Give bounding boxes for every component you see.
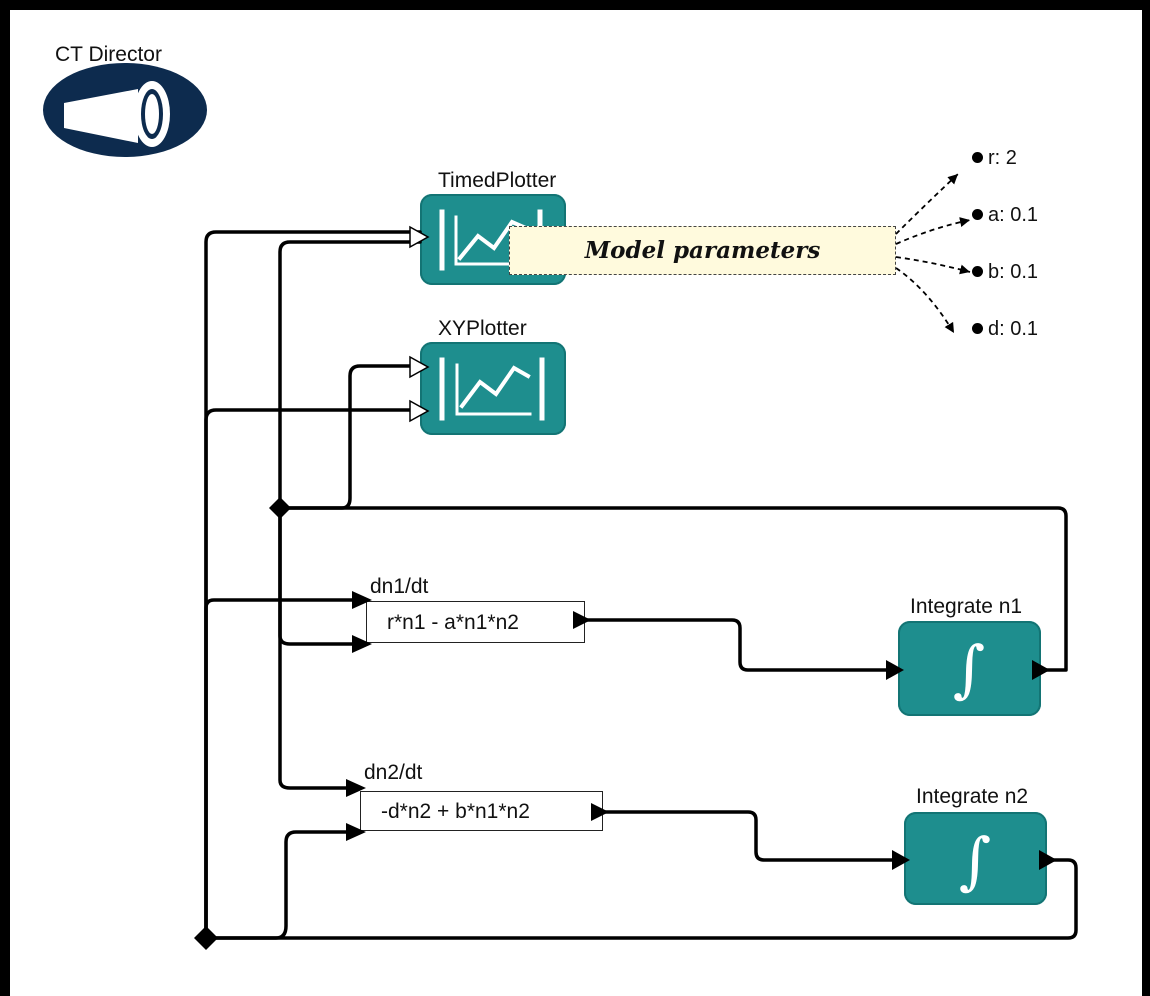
relation-diamond-icon[interactable] [194,926,218,950]
dn2-label: dn2/dt [364,761,423,784]
parameter-dot-icon [972,323,983,334]
integrate-n1-label: Integrate n1 [910,595,1023,618]
model-parameters-note[interactable]: Model parameters [509,226,896,275]
integrate-n2-actor[interactable] [904,812,1047,905]
parameter-r[interactable]: r: 2 [972,148,1017,168]
parameter-dot-icon [972,209,983,220]
xy-plotter-icon [439,357,545,421]
integrate-n1-actor[interactable] [898,621,1041,716]
model-parameters-text: Model parameters [584,237,821,264]
dn2-expression-actor[interactable]: -d*n2 + b*n1*n2 [360,791,603,831]
parameter-a-text: a: 0.1 [988,204,1039,226]
integrate-n2-label: Integrate n2 [916,785,1029,808]
annotation-links [895,173,971,334]
parameter-b-text: b: 0.1 [988,261,1039,283]
parameter-b[interactable]: b: 0.1 [972,262,1038,282]
plotter-input-ports[interactable] [409,225,430,423]
parameter-dot-icon [972,266,983,277]
parameter-dot-icon [972,152,983,163]
dn1-expression-actor[interactable]: r*n1 - a*n1*n2 [366,601,585,643]
actor-ports[interactable] [346,591,1057,870]
integrate-n2-icon: ∫ [959,824,991,897]
director-megaphone-icon[interactable] [43,63,207,157]
parameter-d-text: d: 0.1 [988,318,1039,340]
parameter-r-text: r: 2 [988,147,1017,169]
dn1-expression: r*n1 - a*n1*n2 [387,610,519,634]
director-label: CT Director [55,43,162,66]
parameter-a[interactable]: a: 0.1 [972,205,1038,225]
relation-diamond-icon[interactable] [269,497,291,519]
timed-plotter-label: TimedPlotter [438,169,557,192]
wires[interactable] [204,230,1078,940]
xy-plotter-label: XYPlotter [438,317,527,340]
dn2-expression: -d*n2 + b*n1*n2 [381,799,530,823]
parameter-d[interactable]: d: 0.1 [972,319,1038,339]
integrate-n1-icon: ∫ [953,632,985,705]
dn1-label: dn1/dt [370,575,429,598]
